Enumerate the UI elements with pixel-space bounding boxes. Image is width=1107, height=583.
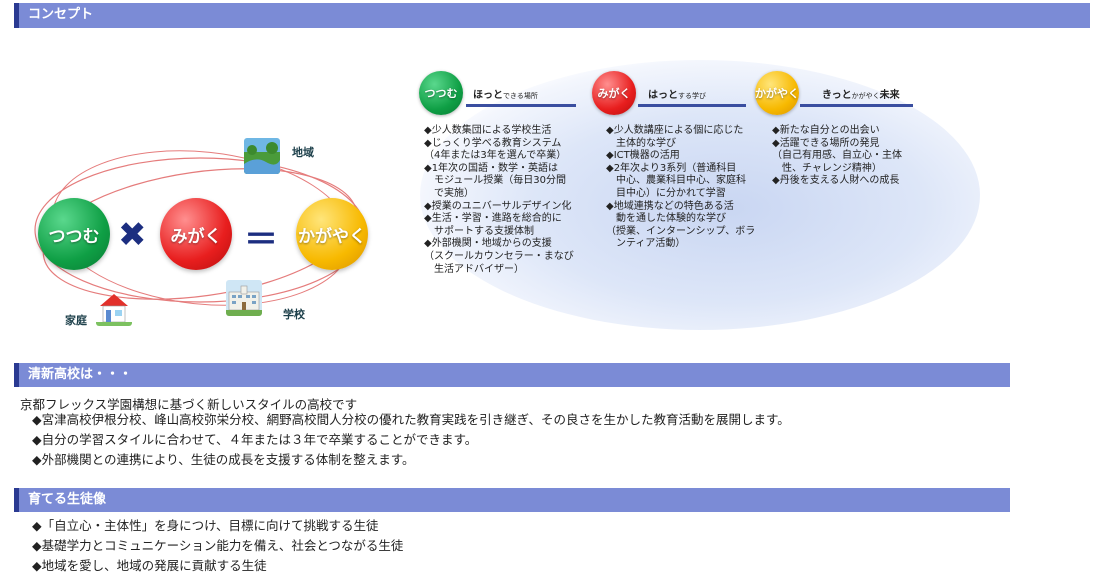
school-feature-list: ◆宮津高校伊根分校、峰山高校弥栄分校、網野高校間人分校の優れた教育実践を引き継ぎ… <box>32 410 790 470</box>
student-ideal-list: ◆「自立心・主体性」を身につけ、目標に向けて挑戦する生徒 ◆基礎学力とコミュニケ… <box>32 516 403 576</box>
list-item: モジュール授業（毎日30分間 <box>424 175 567 187</box>
section-title: 育てる生徒像 <box>28 492 107 507</box>
migaku-rule <box>638 104 746 107</box>
list-item: 主体的な学び <box>606 137 676 149</box>
list-item: ◆じっくり学べる教育システム <box>424 137 562 149</box>
tag-small: する学び <box>678 92 706 100</box>
list-item: ◆活躍できる場所の発見 <box>772 137 880 149</box>
list-item: ◆地域連携などの特色ある活 <box>606 200 734 212</box>
list-item: ◆宮津高校伊根分校、峰山高校弥栄分校、網野高校間人分校の優れた教育実践を引き継ぎ… <box>32 412 790 427</box>
list-item: 目中心）に分かれて学習 <box>606 187 726 199</box>
list-item: ◆2年次より3系列（普通科目 <box>606 162 737 174</box>
list-item: ◆ICT機器の活用 <box>606 150 680 162</box>
times-icon: ✖ <box>118 215 147 255</box>
list-item: ◆外部機関との連携により、生徒の成長を支援する体制を整えます。 <box>32 452 415 467</box>
kagayaku-rule <box>800 104 913 107</box>
kagayaku-tagline: きっとかがやく未来 <box>822 86 900 101</box>
list-item: ンティア活動） <box>606 238 686 250</box>
kagayaku-circle: かがやく <box>296 198 368 270</box>
region-label: 地域 <box>292 146 314 159</box>
section-header-student: 育てる生徒像 <box>14 488 1010 512</box>
migaku-badge: みがく <box>592 71 636 115</box>
tag-small: できる場所 <box>503 92 538 100</box>
tag-big: はっと <box>648 90 678 101</box>
list-item: ◆1年次の国語・数学・英語は <box>424 162 559 174</box>
kagayaku-list: ◆新たな自分との出会い ◆活躍できる場所の発見 （自己有用感、自立心・主体 性、… <box>772 125 902 188</box>
badge-label: つつむ <box>424 87 458 100</box>
region-landscape-icon <box>244 138 280 174</box>
list-item: 動を通した体験的な学び <box>606 213 726 225</box>
tag-small: かがやく <box>851 92 880 100</box>
migaku-label: みがく <box>170 226 222 247</box>
list-item: ◆「自立心・主体性」を身につけ、目標に向けて挑戦する生徒 <box>32 518 379 533</box>
times-label: ✖ <box>118 215 147 255</box>
section-header-concept: コンセプト <box>14 3 1090 28</box>
section-title: コンセプト <box>28 7 94 22</box>
list-item: （4年または3年を選んで卒業） <box>424 150 567 162</box>
list-item: ◆丹後を支える人財への成長 <box>772 175 900 187</box>
section-title: 清新高校は・・・ <box>28 367 133 382</box>
kagayaku-label: かがやく <box>298 226 366 247</box>
list-item: （スクールカウンセラー・まなび <box>424 250 574 262</box>
list-item: で実施） <box>424 187 474 199</box>
migaku-list: ◆少人数講座による個に応じた 主体的な学び ◆ICT機器の活用 ◆2年次より3系… <box>606 125 755 251</box>
section-header-school: 清新高校は・・・ <box>14 363 1010 387</box>
equals-label: ＝ <box>244 220 278 260</box>
school-building-icon <box>226 280 262 316</box>
list-item: ◆授業のユニバーサルデザイン化 <box>424 200 572 212</box>
list-item: 中心、農業科目中心、家庭科 <box>606 175 746 187</box>
concept-diagram: つつむ ✖ みがく ＝ かがやく 地域 学校 家庭 <box>30 130 380 340</box>
tsutsumu-label: つつむ <box>48 226 100 247</box>
tsutsumu-circle: つつむ <box>38 198 110 270</box>
badge-label: かがやく <box>755 87 799 100</box>
tsutsumu-list: ◆少人数集団による学校生活 ◆じっくり学べる教育システム （4年または3年を選ん… <box>424 125 574 276</box>
home-label: 家庭 <box>65 314 87 327</box>
list-item: ◆地域を愛し、地域の発展に貢献する生徒 <box>32 558 267 573</box>
tsutsumu-rule <box>466 104 576 107</box>
tag-big-2: 未来 <box>879 90 900 101</box>
school-lead-text: 京都フレックス学園構想に基づく新しいスタイルの高校です <box>20 397 358 412</box>
migaku-circle: みがく <box>160 198 232 270</box>
list-item: サポートする支援体制 <box>424 225 534 237</box>
list-item: ◆新たな自分との出会い <box>772 125 880 136</box>
equals-icon: ＝ <box>244 212 278 261</box>
tag-big: きっと <box>822 90 852 101</box>
list-item: 性、チャレンジ精神） <box>772 162 882 174</box>
migaku-tagline: はっとする学び <box>648 86 706 101</box>
tag-big: ほっと <box>473 90 503 101</box>
badge-label: みがく <box>597 87 631 100</box>
home-house-icon <box>96 294 132 326</box>
list-item: ◆生活・学習・進路を総合的に <box>424 213 562 225</box>
list-item: （授業、インターンシップ、ボラ <box>606 225 756 237</box>
list-item: ◆少人数講座による個に応じた <box>606 125 744 136</box>
school-label: 学校 <box>283 308 305 321</box>
tsutsumu-tagline: ほっとできる場所 <box>473 86 538 101</box>
kagayaku-badge: かがやく <box>755 71 799 115</box>
list-item: ◆外部機関・地域からの支援 <box>424 238 552 250</box>
tsutsumu-badge: つつむ <box>419 71 463 115</box>
list-item: ◆自分の学習スタイルに合わせて、４年または３年で卒業することができます。 <box>32 432 478 447</box>
list-item: ◆基礎学力とコミュニケーション能力を備え、社会とつながる生徒 <box>32 538 404 553</box>
list-item: ◆少人数集団による学校生活 <box>424 125 552 136</box>
list-item: （自己有用感、自立心・主体 <box>772 150 902 162</box>
list-item: 生活アドバイザー） <box>424 263 524 275</box>
